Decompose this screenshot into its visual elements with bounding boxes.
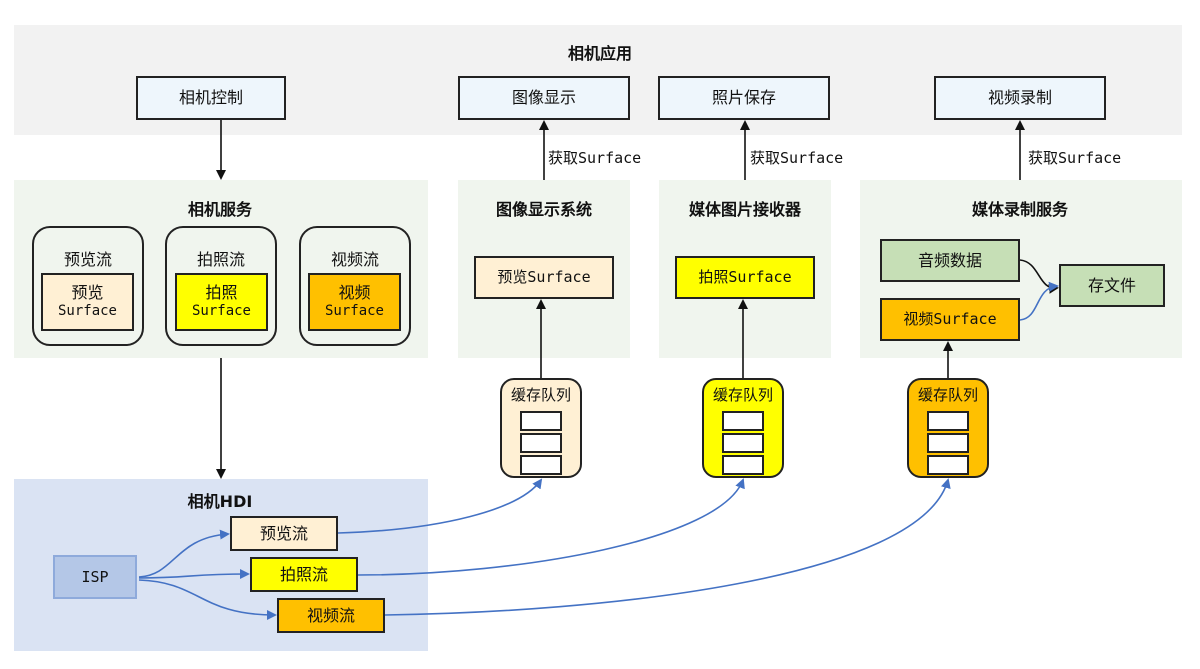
video-buffer-queue: 缓存队列 xyxy=(907,378,989,478)
get-surface-label-3: 获取Surface xyxy=(1028,149,1122,167)
camera-control-box[interactable]: 相机控制 xyxy=(136,76,286,120)
arrow-hdi-video-to-queue xyxy=(384,478,951,616)
photo-stream-label: 拍照流 xyxy=(196,250,245,269)
video-surface-line1: 视频 xyxy=(338,283,371,303)
image-display-box[interactable]: 图像显示 xyxy=(458,76,630,120)
video-surface-line2: Surface xyxy=(324,303,384,320)
video-stream-group xyxy=(299,226,411,346)
photo-save-box[interactable]: 照片保存 xyxy=(658,76,830,120)
video-stream-label: 视频流 xyxy=(330,250,379,269)
photo-surface-line2: Surface xyxy=(191,303,251,320)
buffer-slot xyxy=(927,455,969,475)
photo-stream-group xyxy=(165,226,277,346)
audio-data-box[interactable]: 音频数据 xyxy=(880,239,1020,282)
buffer-queue-label: 缓存队列 xyxy=(917,386,978,404)
preview-surface-box[interactable]: 预览 Surface xyxy=(41,273,134,331)
buffer-slot xyxy=(927,433,969,453)
camera-app-title: 相机应用 xyxy=(567,44,632,63)
photo-surface-line1: 拍照 xyxy=(205,283,238,303)
save-file-box[interactable]: 存文件 xyxy=(1059,264,1165,307)
preview-buffer-queue: 缓存队列 xyxy=(500,378,582,478)
buffer-slot xyxy=(520,411,562,431)
hdi-video-stream-box[interactable]: 视频流 xyxy=(277,598,385,633)
isp-box[interactable]: ISP xyxy=(53,555,137,599)
recorder-service-title: 媒体录制服务 xyxy=(971,200,1068,219)
image-receiver-title: 媒体图片接收器 xyxy=(688,200,801,219)
buffer-slot xyxy=(927,411,969,431)
buffer-slot xyxy=(722,411,764,431)
preview-surface-line1: 预览 xyxy=(71,283,104,303)
get-surface-label-2: 获取Surface xyxy=(750,149,844,167)
display-preview-surface-box[interactable]: 预览Surface xyxy=(474,256,614,299)
buffer-slot xyxy=(520,433,562,453)
display-system-title: 图像显示系统 xyxy=(495,200,592,219)
photo-surface-box[interactable]: 拍照 Surface xyxy=(175,273,268,331)
buffer-slot xyxy=(722,433,764,453)
receiver-photo-surface-box[interactable]: 拍照Surface xyxy=(675,256,815,299)
recorder-video-surface-box[interactable]: 视频Surface xyxy=(880,298,1020,341)
camera-hdi-title: 相机HDI xyxy=(187,492,253,511)
preview-surface-line2: Surface xyxy=(57,303,117,320)
video-record-box[interactable]: 视频录制 xyxy=(934,76,1106,120)
buffer-slot xyxy=(722,455,764,475)
buffer-queue-label: 缓存队列 xyxy=(510,386,571,404)
hdi-preview-stream-box[interactable]: 预览流 xyxy=(230,516,338,551)
hdi-photo-stream-box[interactable]: 拍照流 xyxy=(250,557,358,592)
buffer-slot xyxy=(520,455,562,475)
video-surface-box[interactable]: 视频 Surface xyxy=(308,273,401,331)
get-surface-label-1: 获取Surface xyxy=(548,149,642,167)
buffer-queue-label: 缓存队列 xyxy=(712,386,773,404)
preview-stream-group xyxy=(32,226,144,346)
photo-buffer-queue: 缓存队列 xyxy=(702,378,784,478)
camera-service-title: 相机服务 xyxy=(187,200,252,219)
preview-stream-label: 预览流 xyxy=(63,250,112,269)
